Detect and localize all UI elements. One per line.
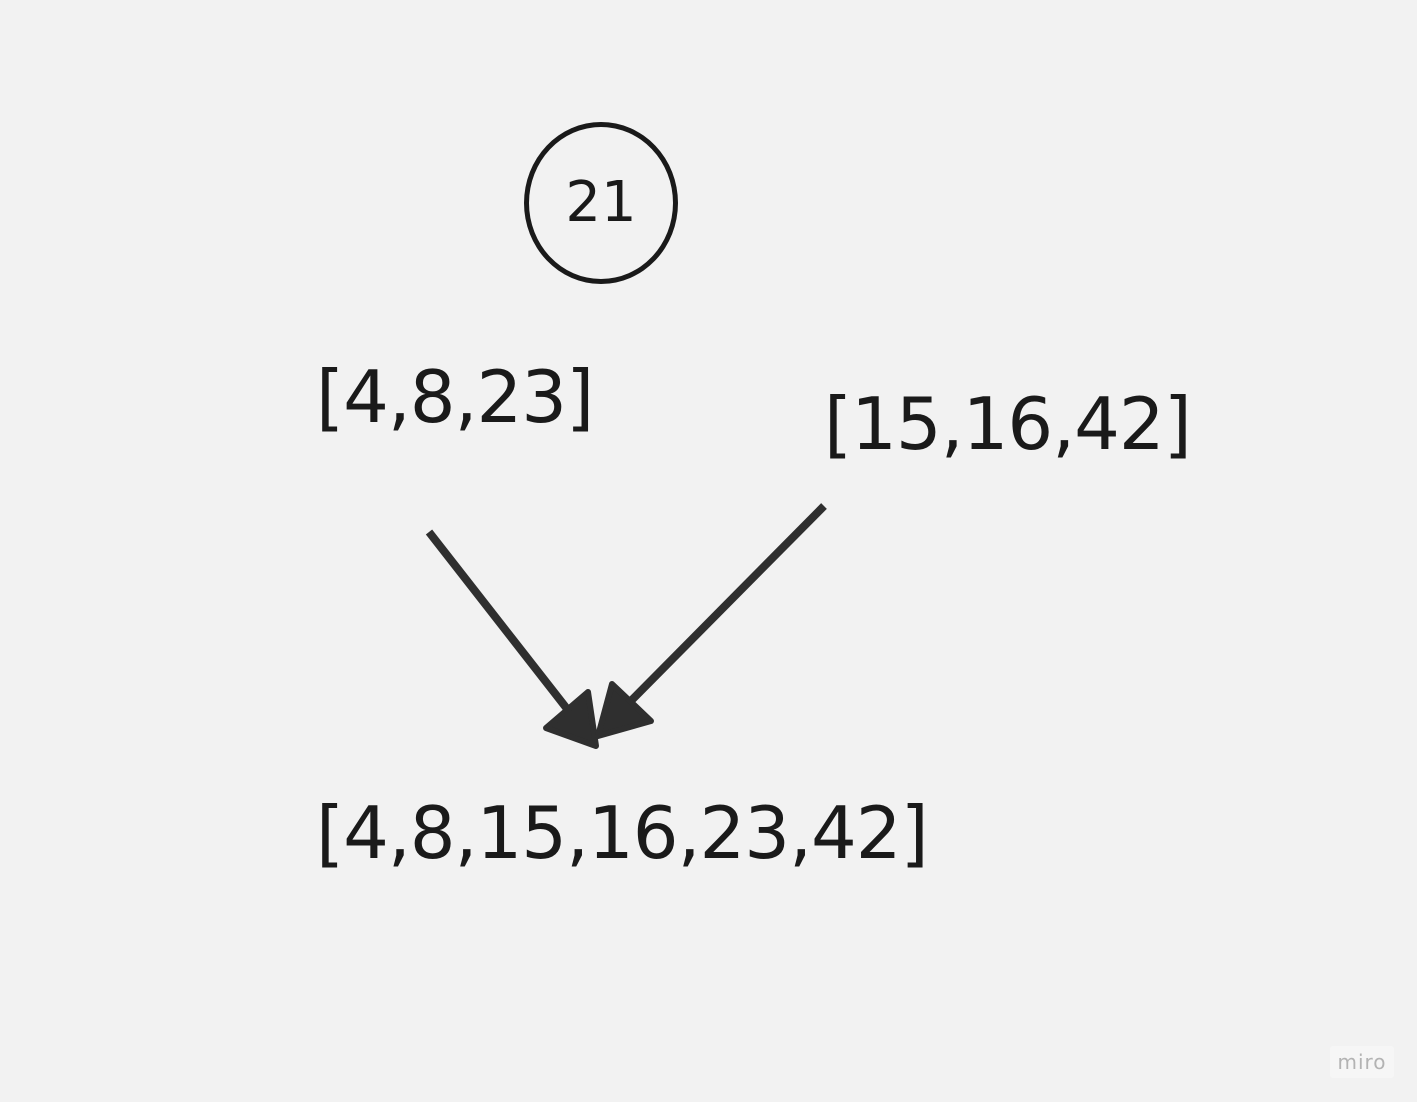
merged-array-label: [4,8,15,16,23,42] bbox=[316, 791, 929, 875]
node-circle: 21 bbox=[524, 122, 678, 284]
right-array-label: [15,16,42] bbox=[824, 382, 1192, 466]
right-arrow-shaft bbox=[613, 503, 827, 719]
miro-watermark: miro bbox=[1330, 1046, 1394, 1078]
left-array-label: [4,8,23] bbox=[316, 355, 594, 439]
left-arrow-head bbox=[543, 689, 599, 749]
node-value: 21 bbox=[565, 170, 637, 235]
right-arrow-head bbox=[595, 681, 654, 739]
left-arrow-shaft bbox=[425, 529, 586, 731]
